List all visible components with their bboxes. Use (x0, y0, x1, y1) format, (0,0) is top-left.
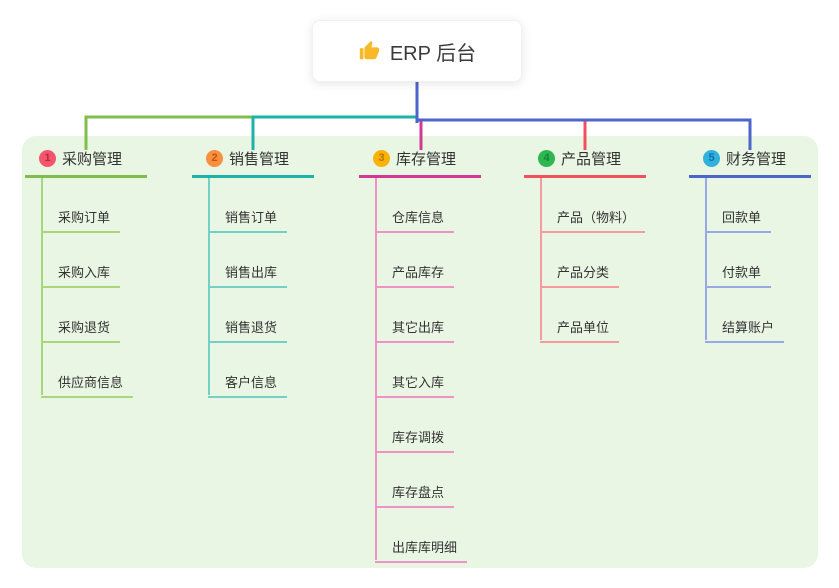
branch-1: 1 采购管理采购订单采购入库采购退货供应商信息 (25, 148, 190, 398)
child-row: 产品库存 (359, 233, 524, 288)
branch-children: 采购订单采购入库采购退货供应商信息 (25, 178, 190, 398)
branch-title: 财务管理 (726, 151, 787, 168)
child-node[interactable]: 付款单 (705, 262, 772, 288)
priority-badge-1: 1 (39, 150, 56, 167)
child-node[interactable]: 采购入库 (41, 262, 121, 288)
child-node[interactable]: 仓库信息 (375, 207, 455, 233)
root-node[interactable]: ERP 后台 (312, 20, 522, 82)
child-connector-line (540, 178, 542, 340)
branch-title: 产品管理 (561, 151, 622, 168)
child-row: 产品单位 (524, 288, 689, 343)
branch-children: 产品（物料） 产品分类产品单位 (524, 178, 689, 343)
child-row: 出库库明细 (359, 508, 524, 563)
child-row: 销售出库 (192, 233, 357, 288)
priority-badge-2: 2 (206, 150, 223, 167)
child-node[interactable]: 产品库存 (375, 262, 455, 288)
child-row: 回款单 (689, 178, 839, 233)
branch-node-3[interactable]: 3 库存管理 (359, 148, 481, 178)
child-node[interactable]: 销售退货 (208, 317, 288, 343)
child-node[interactable]: 销售订单 (208, 207, 288, 233)
child-row: 采购入库 (25, 233, 190, 288)
branch-title: 销售管理 (229, 151, 290, 168)
child-row: 客户信息 (192, 343, 357, 398)
child-node[interactable]: 产品（物料） (540, 207, 646, 233)
branch-children: 仓库信息产品库存其它出库其它入库库存调拨库存盘点出库库明细 (359, 178, 524, 563)
child-node[interactable]: 出库库明细 (375, 537, 468, 563)
child-row: 库存调拨 (359, 398, 524, 453)
child-row: 产品（物料） (524, 178, 689, 233)
branch-3: 3 库存管理仓库信息产品库存其它出库其它入库库存调拨库存盘点出库库明细 (359, 148, 524, 563)
branch-children: 销售订单销售出库销售退货客户信息 (192, 178, 357, 398)
child-row: 销售退货 (192, 288, 357, 343)
child-connector-line (375, 178, 377, 560)
child-node[interactable]: 客户信息 (208, 372, 288, 398)
child-node[interactable]: 采购订单 (41, 207, 121, 233)
child-node[interactable]: 采购退货 (41, 317, 121, 343)
child-row: 销售订单 (192, 178, 357, 233)
priority-badge-3: 3 (373, 150, 390, 167)
child-node[interactable]: 库存调拨 (375, 427, 455, 453)
branch-node-4[interactable]: 4 产品管理 (524, 148, 646, 178)
child-node[interactable]: 销售出库 (208, 262, 288, 288)
child-node[interactable]: 其它入库 (375, 372, 455, 398)
branch-2: 2 销售管理销售订单销售出库销售退货客户信息 (192, 148, 357, 398)
root-node-title: ERP 后台 (389, 42, 477, 65)
branch-title: 采购管理 (62, 151, 123, 168)
mindmap-panel (22, 136, 818, 568)
child-connector-line (705, 178, 707, 340)
child-row: 其它出库 (359, 288, 524, 343)
branch-4: 4 产品管理产品（物料） 产品分类产品单位 (524, 148, 689, 343)
child-row: 采购退货 (25, 288, 190, 343)
child-node[interactable]: 结算账户 (705, 317, 785, 343)
child-node[interactable]: 产品分类 (540, 262, 620, 288)
child-node[interactable]: 其它出库 (375, 317, 455, 343)
child-row: 供应商信息 (25, 343, 190, 398)
child-connector-line (41, 178, 43, 395)
child-row: 其它入库 (359, 343, 524, 398)
child-row: 仓库信息 (359, 178, 524, 233)
child-row: 结算账户 (689, 288, 839, 343)
branch-5: 5 财务管理回款单付款单结算账户 (689, 148, 839, 343)
child-node[interactable]: 回款单 (705, 207, 772, 233)
child-node[interactable]: 库存盘点 (375, 482, 455, 508)
branch-node-5[interactable]: 5 财务管理 (689, 148, 811, 178)
child-row: 产品分类 (524, 233, 689, 288)
child-node[interactable]: 供应商信息 (41, 372, 134, 398)
child-node[interactable]: 产品单位 (540, 317, 620, 343)
branch-node-1[interactable]: 1 采购管理 (25, 148, 147, 178)
priority-badge-4: 4 (538, 150, 555, 167)
branch-title: 库存管理 (396, 151, 457, 168)
thumbs-up-icon (358, 40, 380, 62)
child-row: 采购订单 (25, 178, 190, 233)
branch-children: 回款单付款单结算账户 (689, 178, 839, 343)
child-connector-line (208, 178, 210, 395)
child-row: 库存盘点 (359, 453, 524, 508)
priority-badge-5: 5 (703, 150, 720, 167)
branch-node-2[interactable]: 2 销售管理 (192, 148, 314, 178)
child-row: 付款单 (689, 233, 839, 288)
